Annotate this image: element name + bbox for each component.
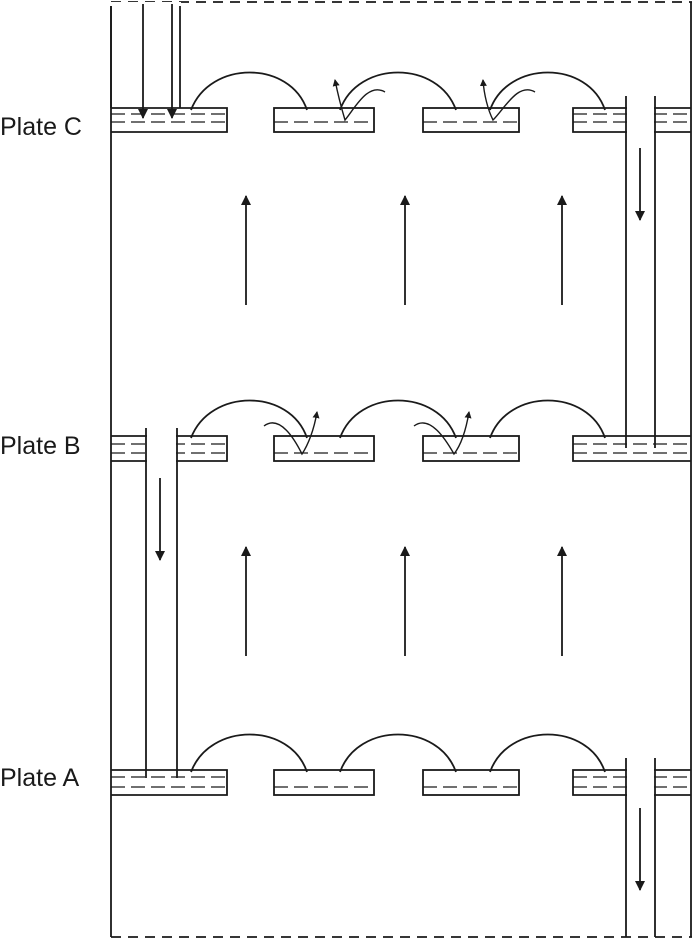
bubble-caps-plate-b (190, 399, 606, 439)
plate-a-label: Plate A (0, 764, 80, 792)
liquid-flow-arrows (138, 4, 645, 891)
liquid-level-plate-c (111, 113, 691, 123)
downcomer-c-to-b (625, 96, 656, 448)
downcomer-a-to-bottom (625, 758, 656, 937)
liquid-level-plate-b (111, 443, 691, 454)
plate-c-label: Plate C (0, 113, 82, 141)
vapour-flow-arrows (241, 195, 567, 656)
bubble-caps-plate-c (190, 71, 606, 111)
downcomer-b-to-a (145, 428, 178, 778)
vapour-bubbling-arrows (263, 79, 536, 456)
downcomer-feed-top (110, 2, 181, 108)
plate-b-label: Plate B (0, 432, 81, 460)
column-shell (110, 1, 692, 938)
bubble-caps-plate-a (190, 733, 606, 773)
plate-c (111, 107, 691, 133)
plate-b (111, 435, 691, 462)
plate-a (111, 769, 691, 796)
liquid-level-plate-a (111, 776, 691, 788)
